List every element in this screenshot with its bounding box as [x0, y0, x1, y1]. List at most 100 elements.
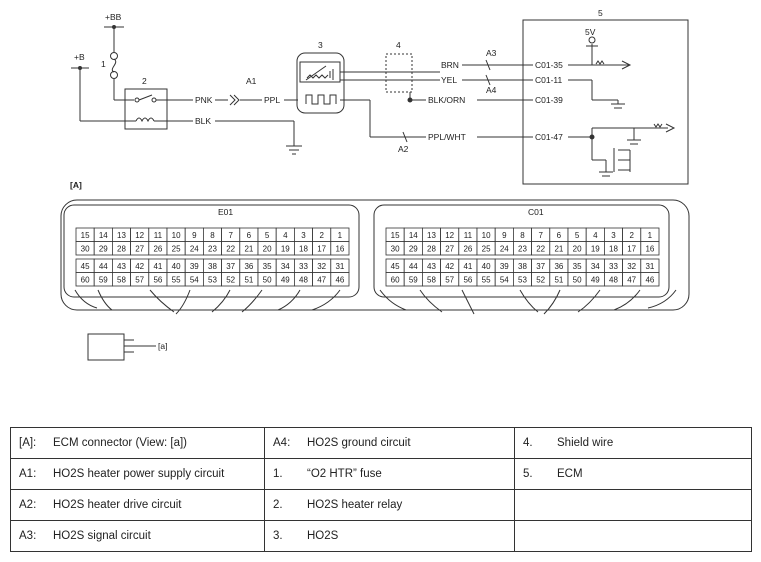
connector-pin-number: 38: [208, 262, 217, 271]
connector-pin-number: 53: [208, 276, 217, 285]
connector-pin-number: 20: [263, 245, 272, 254]
connector-pin-number: 24: [500, 245, 509, 254]
connector-pin-number: 31: [335, 262, 344, 271]
connector-pin-number: 60: [391, 276, 400, 285]
connector-pin-number: 57: [135, 276, 144, 285]
label-c01-47: C01-47: [535, 132, 563, 142]
legend-key: [A]:: [19, 437, 37, 449]
connector-pin-number: 11: [464, 231, 473, 240]
connector-pin-number: 59: [409, 276, 418, 285]
connector-c01-title: C01: [528, 207, 544, 217]
label-c01-39: C01-39: [535, 95, 563, 105]
connector-pin-number: 9: [192, 231, 197, 240]
label-ppl-wht: PPL/WHT: [428, 132, 466, 142]
connector-pin-number: 56: [153, 276, 162, 285]
connector-pin-number: 19: [591, 245, 600, 254]
connector-pin-number: 18: [299, 245, 308, 254]
label-blk-orn: BLK/ORN: [428, 95, 465, 105]
connector-pin-number: 39: [500, 262, 509, 271]
legend-cell: 4.Shield wire: [514, 427, 752, 459]
connector-pin-number: 48: [609, 276, 618, 285]
legend-value: HO2S signal circuit: [53, 530, 151, 542]
connector-pin-number: 51: [554, 276, 563, 285]
connector-pin-number: 29: [409, 245, 418, 254]
connector-pin-number: 37: [536, 262, 545, 271]
connector-pin-number: 15: [391, 231, 400, 240]
legend-key: 1.: [273, 468, 283, 480]
connector-pin-number: 38: [518, 262, 527, 271]
connector-pin-number: 43: [117, 262, 126, 271]
connector-pin-number: 13: [117, 231, 126, 240]
ecm-connector-outline: [60, 199, 690, 311]
connector-pin-number: 22: [536, 245, 545, 254]
connector-pin-number: 51: [244, 276, 253, 285]
label-fuse-number: 1: [101, 59, 106, 69]
connector-pin-number: 50: [573, 276, 582, 285]
connector-pin-number: 53: [518, 276, 527, 285]
ecm-box: [522, 19, 689, 185]
connector-pin-number: 35: [263, 262, 272, 271]
legend-cell: A4: HO2S ground circuit: [264, 427, 515, 459]
legend-value: HO2S ground circuit: [307, 437, 411, 449]
connector-pin-number: 57: [445, 276, 454, 285]
connector-pin-number: 40: [172, 262, 181, 271]
label-ho2s-number: 3: [318, 40, 323, 50]
connector-pin-number: 35: [573, 262, 582, 271]
legend-cell: 3.HO2S: [264, 520, 515, 552]
legend-value: HO2S heater relay: [307, 499, 403, 511]
wiring-diagram: +BB +B 1 2 3 4 5 5V A1 A2 A3 A4 PNK PPL …: [60, 8, 690, 361]
legend-cell: A1:HO2S heater power supply circuit: [10, 458, 265, 490]
legend-cell: 5. ECM: [514, 458, 752, 490]
connector-pin-number: 40: [482, 262, 491, 271]
label-brn: BRN: [441, 60, 459, 70]
ho2s-box: [296, 52, 345, 114]
connector-pin-number: 4: [283, 231, 288, 240]
connector-pin-number: 54: [190, 276, 199, 285]
connector-pin-number: 16: [645, 245, 654, 254]
legend-key: 5.: [523, 468, 533, 480]
connector-pin-number: 34: [281, 262, 290, 271]
connector-pin-number: 41: [463, 262, 472, 271]
legend-key: A4:: [273, 437, 291, 449]
connector-pin-number: 27: [445, 245, 454, 254]
label-c01-11: C01-11: [535, 75, 563, 85]
connector-pin-number: 36: [554, 262, 563, 271]
label-ppl: PPL: [264, 95, 280, 105]
legend-key: A3:: [19, 530, 37, 542]
label-plus-b: +B: [74, 52, 85, 62]
label-ecm-number: 5: [598, 8, 603, 18]
connector-pin-number: 6: [557, 231, 562, 240]
connector-pin-number: 60: [81, 276, 90, 285]
connector-pin-number: 52: [536, 276, 545, 285]
label-pnk: PNK: [195, 95, 213, 105]
connector-pin-number: 30: [81, 245, 90, 254]
legend-cell: [514, 489, 752, 521]
connector-pin-number: 48: [299, 276, 308, 285]
legend-value: HO2S heater power supply circuit: [53, 468, 225, 480]
legend-cell: [A]:ECM connector (View: [a]): [10, 427, 265, 459]
connector-pin-number: 33: [609, 262, 618, 271]
connector-pin-number: 49: [591, 276, 600, 285]
legend-value: HO2S heater drive circuit: [53, 499, 182, 511]
relay-box: [124, 88, 168, 130]
connector-pin-number: 42: [445, 262, 454, 271]
connector-pin-number: 8: [520, 231, 525, 240]
connector-pin-number: 3: [611, 231, 616, 240]
legend-value: “O2 HTR” fuse: [307, 468, 382, 480]
connector-pin-number: 5: [575, 231, 580, 240]
legend-cell: A3: HO2S signal circuit: [10, 520, 265, 552]
connector-pin-number: 46: [645, 276, 654, 285]
connector-pin-number: 58: [117, 276, 126, 285]
legend-value: ECM: [557, 468, 583, 480]
connector-pin-number: 23: [518, 245, 527, 254]
connector-pin-number: 17: [627, 245, 636, 254]
connector-pin-cell: [330, 272, 350, 287]
legend-cell: [514, 520, 752, 552]
connector-pin-number: 36: [244, 262, 253, 271]
connector-pin-number: 16: [335, 245, 344, 254]
legend-key: 2.: [273, 499, 283, 511]
connector-pin-number: 39: [190, 262, 199, 271]
connector-pin-number: 4: [593, 231, 598, 240]
connector-pin-number: 56: [463, 276, 472, 285]
